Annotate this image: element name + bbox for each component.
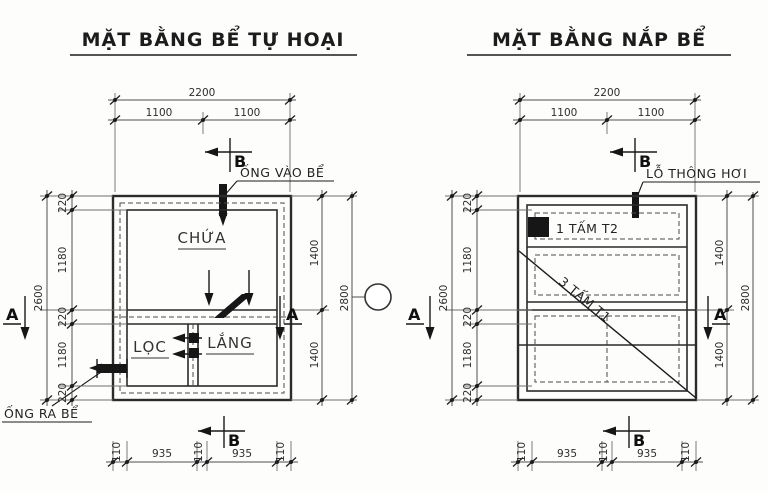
dim-bottom-seg-1: 110 bbox=[516, 442, 528, 462]
right-plan-bottom-dims: 110 935 110 935 110 bbox=[511, 441, 703, 471]
section-marker-b-top-right-plan: B bbox=[610, 138, 657, 172]
dim-bottom-seg-3: 110 bbox=[598, 442, 610, 462]
inlet-callout: ỐNG VÀO BỂ bbox=[223, 164, 334, 197]
right-plan-title: MẶT BẰNG NẮP BỂ bbox=[492, 25, 706, 51]
dim-left-seg-5: 220 bbox=[57, 383, 69, 403]
dim-right-seg-1: 1400 bbox=[714, 240, 726, 267]
right-plan-left-dims: 220 1180 220 1180 220 2600 bbox=[438, 190, 532, 406]
chamber-loc-label: LỌC bbox=[133, 338, 167, 356]
section-a-arrow-icon bbox=[703, 327, 713, 340]
section-b-label: B bbox=[633, 431, 645, 450]
dim-top-total: 2200 bbox=[594, 87, 621, 99]
dim-left-seg-3: 220 bbox=[57, 307, 69, 327]
section-marker-b-bottom-left-plan: B bbox=[198, 416, 245, 450]
left-plan-bottom-dims: 110 935 110 935 110 bbox=[106, 441, 298, 471]
dim-bottom-seg-4: 935 bbox=[232, 448, 252, 460]
dim-left-seg-2: 1180 bbox=[462, 247, 474, 274]
section-marker-a-left: A bbox=[3, 296, 30, 340]
section-marker-a-right: A bbox=[275, 296, 302, 340]
dim-right-seg-2: 1400 bbox=[309, 342, 321, 369]
slab-t2-label: 1 TẤM T2 bbox=[556, 220, 618, 236]
dim-top-half-1: 1100 bbox=[146, 107, 173, 119]
dim-top-total: 2200 bbox=[189, 87, 216, 99]
right-plan-right-dims: 1400 1400 2800 bbox=[696, 190, 759, 406]
dim-left-total: 2600 bbox=[438, 285, 450, 312]
dim-bottom-seg-4: 935 bbox=[637, 448, 657, 460]
section-b-label: B bbox=[639, 152, 651, 171]
dim-bottom-seg-2: 935 bbox=[557, 448, 577, 460]
section-b-arrow-icon bbox=[205, 147, 218, 157]
vent-label: LỖ THÔNG HƠI bbox=[646, 164, 747, 181]
dim-right-seg-1: 1400 bbox=[309, 240, 321, 267]
section-marker-a-left-right-plan: A bbox=[406, 296, 435, 340]
section-a-label: A bbox=[714, 305, 727, 324]
inlet-flow-arrow-icon bbox=[218, 213, 228, 226]
dim-left-seg-5: 220 bbox=[462, 383, 474, 403]
left-plan-left-dims: 220 1180 220 1180 220 2600 bbox=[33, 190, 127, 406]
section-b-arrow-icon bbox=[610, 147, 623, 157]
section-b-label: B bbox=[228, 431, 240, 450]
section-a-label: A bbox=[408, 305, 421, 324]
vent-callout: LỖ THÔNG HƠI bbox=[636, 164, 760, 198]
tank-walls bbox=[111, 194, 293, 402]
chamber-chua-label: CHỨA bbox=[178, 228, 227, 247]
inlet-label: ỐNG VÀO BỂ bbox=[240, 164, 324, 180]
left-plan-top-dims: 2200 1100 1100 bbox=[108, 87, 296, 192]
left-plan-title: MẶT BẰNG BỂ TỰ HOẠI bbox=[82, 25, 345, 51]
dim-bottom-seg-3: 110 bbox=[193, 442, 205, 462]
right-plan: MẶT BẰNG NẮP BỂ 2200 1100 1100 B LỖ THÔN… bbox=[406, 25, 760, 471]
flow-arrow-icon bbox=[172, 333, 185, 343]
slab-t1-label: 3 TẤM T1 bbox=[556, 273, 614, 325]
section-a-label: A bbox=[286, 305, 299, 324]
section-marker-b-bottom-right-plan: B bbox=[603, 416, 650, 450]
slab-diagonal-line bbox=[518, 250, 697, 399]
dim-left-seg-2: 1180 bbox=[57, 247, 69, 274]
dim-top-half-1: 1100 bbox=[551, 107, 578, 119]
dim-bottom-seg-2: 935 bbox=[152, 448, 172, 460]
section-b-arrow-icon bbox=[198, 426, 211, 436]
dim-top-half-2: 1100 bbox=[638, 107, 665, 119]
baffle-fitting-symbol bbox=[204, 270, 254, 318]
right-plan-top-dims: 2200 1100 1100 bbox=[513, 87, 701, 192]
outlet-pipe-symbol bbox=[89, 359, 128, 378]
chamber-lang-label: LẮNG bbox=[207, 331, 252, 352]
filter-flow-symbol bbox=[172, 333, 202, 359]
flow-arrow-icon bbox=[172, 349, 185, 359]
dim-left-seg-4: 1180 bbox=[57, 342, 69, 369]
dim-left-seg-1: 220 bbox=[462, 193, 474, 213]
section-marker-b-top-left-plan: B bbox=[205, 138, 252, 172]
dim-right-total: 2800 bbox=[339, 285, 351, 312]
inlet-pipe-symbol bbox=[218, 184, 228, 226]
dim-bottom-seg-1: 110 bbox=[111, 442, 123, 462]
axis-bubble bbox=[352, 283, 392, 311]
slab-t2-swatch bbox=[528, 217, 549, 237]
dim-bottom-seg-5: 110 bbox=[275, 442, 287, 462]
dim-left-seg-4: 1180 bbox=[462, 342, 474, 369]
section-a-label: A bbox=[6, 305, 19, 324]
section-b-arrow-icon bbox=[603, 426, 616, 436]
dim-bottom-seg-5: 110 bbox=[680, 442, 692, 462]
section-marker-a-right-right-plan: A bbox=[703, 296, 730, 340]
dim-right-seg-2: 1400 bbox=[714, 342, 726, 369]
left-plan: MẶT BẰNG BỂ TỰ HOẠI 2200 1100 1100 B ỐNG… bbox=[2, 25, 358, 471]
left-plan-right-dims: 1400 1400 2800 bbox=[291, 190, 358, 406]
dim-left-seg-3: 220 bbox=[462, 307, 474, 327]
outlet-label: ỐNG RA BỂ bbox=[4, 405, 79, 421]
dim-left-total: 2600 bbox=[33, 285, 45, 312]
dim-top-half-2: 1100 bbox=[234, 107, 261, 119]
outlet-callout: ỐNG RA BỂ bbox=[2, 369, 105, 423]
dim-left-seg-1: 220 bbox=[57, 193, 69, 213]
section-b-label: B bbox=[234, 152, 246, 171]
lid-slabs bbox=[516, 194, 698, 402]
dim-right-total: 2800 bbox=[740, 285, 752, 312]
outlet-flow-arrow-icon bbox=[89, 363, 102, 373]
section-a-arrow-icon bbox=[20, 327, 30, 340]
flow-arrow-icon bbox=[204, 293, 214, 306]
section-a-arrow-icon bbox=[425, 327, 435, 340]
